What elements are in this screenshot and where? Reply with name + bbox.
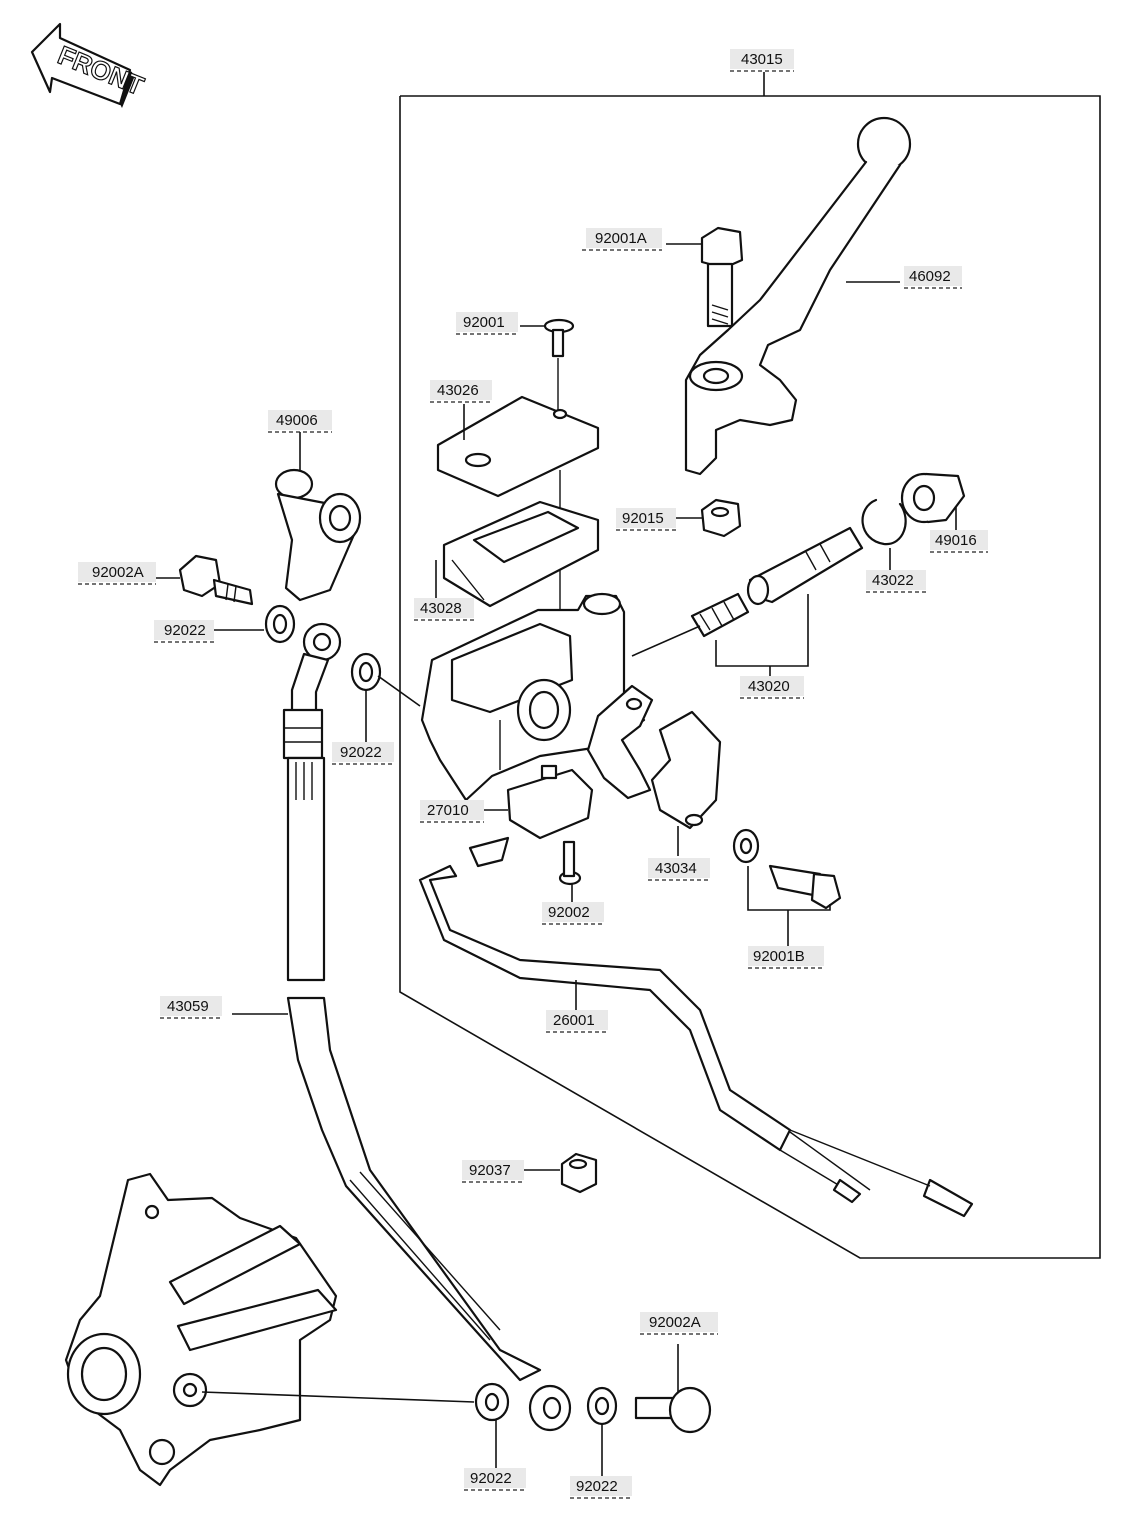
svg-text:92037: 92037: [469, 1162, 511, 1179]
label-43020: 43020: [740, 676, 804, 699]
clamp-bolt: [768, 864, 842, 910]
front-arrow-icon: FRONT: [30, 22, 149, 108]
label-43028: 43028: [414, 598, 474, 621]
assembly-boundary: [399, 72, 1101, 1259]
svg-text:92001: 92001: [463, 314, 505, 331]
brake-lever: [684, 116, 912, 476]
piston-assembly: [690, 526, 864, 638]
label-92002A-bottom: 92002A: [640, 1312, 718, 1335]
banjo-bolt-bottom: [634, 1386, 712, 1434]
label-27010: 27010: [420, 800, 484, 823]
label-92001: 92001: [456, 312, 518, 335]
svg-text:92002: 92002: [548, 904, 590, 921]
banjo-bolt-top: [178, 554, 254, 606]
svg-text:92001A: 92001A: [595, 230, 647, 247]
label-43026: 43026: [430, 380, 492, 403]
brake-hose: [282, 622, 572, 1432]
label-46092: 46092: [904, 266, 962, 289]
washer-mid: [350, 652, 382, 692]
washer-clamp: [732, 828, 760, 864]
svg-text:92022: 92022: [576, 1478, 618, 1495]
label-92022-bottom-right: 92022: [570, 1476, 632, 1499]
label-92022-bottom-left: 92022: [464, 1468, 526, 1491]
wire-harness: [418, 836, 974, 1218]
svg-text:43028: 43028: [420, 600, 462, 617]
label-92001B: 92001B: [748, 946, 824, 969]
pivot-bolt: [700, 226, 744, 328]
svg-text:43015: 43015: [741, 51, 783, 68]
label-49006: 49006: [268, 410, 332, 433]
leader-lines: [156, 243, 957, 1478]
svg-text:92002A: 92002A: [649, 1314, 701, 1331]
label-92022-left: 92022: [154, 620, 214, 643]
svg-text:92002A: 92002A: [92, 564, 144, 581]
nut: [700, 498, 742, 538]
svg-text:49006: 49006: [276, 412, 318, 429]
washer-left: [264, 604, 296, 644]
label-92002A-top: 92002A: [78, 562, 156, 585]
svg-text:92022: 92022: [340, 744, 382, 761]
brake-light-switch: [506, 764, 594, 840]
cap-screw: [543, 318, 575, 415]
svg-text:43034: 43034: [655, 860, 697, 877]
washer-bottom-right: [586, 1386, 618, 1426]
handlebar-clamp: [586, 684, 722, 830]
label-92002: 92002: [542, 902, 604, 925]
label-43022: 43022: [866, 570, 926, 593]
switch-screw: [558, 840, 582, 886]
label-92015: 92015: [616, 508, 676, 531]
label-43015: 43015: [730, 49, 794, 72]
svg-text:43026: 43026: [437, 382, 479, 399]
brake-caliper: [64, 1172, 338, 1487]
svg-text:43020: 43020: [748, 678, 790, 695]
label-92022-mid: 92022: [332, 742, 394, 765]
circlip: [861, 498, 907, 546]
svg-text:92001B: 92001B: [753, 948, 805, 965]
washer-bottom-left: [474, 1382, 510, 1422]
svg-text:43059: 43059: [167, 998, 209, 1015]
label-43034: 43034: [648, 858, 710, 881]
part-labels: 43015 92001A 46092 92001 43026 49006: [78, 49, 988, 1499]
svg-text:92022: 92022: [470, 1470, 512, 1487]
master-cylinder-body: [420, 592, 646, 802]
svg-text:27010: 27010: [427, 802, 469, 819]
svg-text:43022: 43022: [872, 572, 914, 589]
label-43059: 43059: [160, 996, 222, 1019]
svg-text:26001: 26001: [553, 1012, 595, 1029]
diaphragm: [442, 500, 600, 608]
label-92001A: 92001A: [582, 228, 662, 251]
svg-text:46092: 46092: [909, 268, 951, 285]
label-26001: 26001: [546, 1010, 608, 1033]
svg-text:92015: 92015: [622, 510, 664, 527]
label-92037: 92037: [462, 1160, 524, 1183]
banjo-fitting: [274, 468, 362, 602]
dust-boot: [900, 472, 966, 524]
nut-92037: [560, 1152, 598, 1194]
svg-text:92022: 92022: [164, 622, 206, 639]
label-49016: 49016: [930, 530, 988, 553]
svg-text:49016: 49016: [935, 532, 977, 549]
